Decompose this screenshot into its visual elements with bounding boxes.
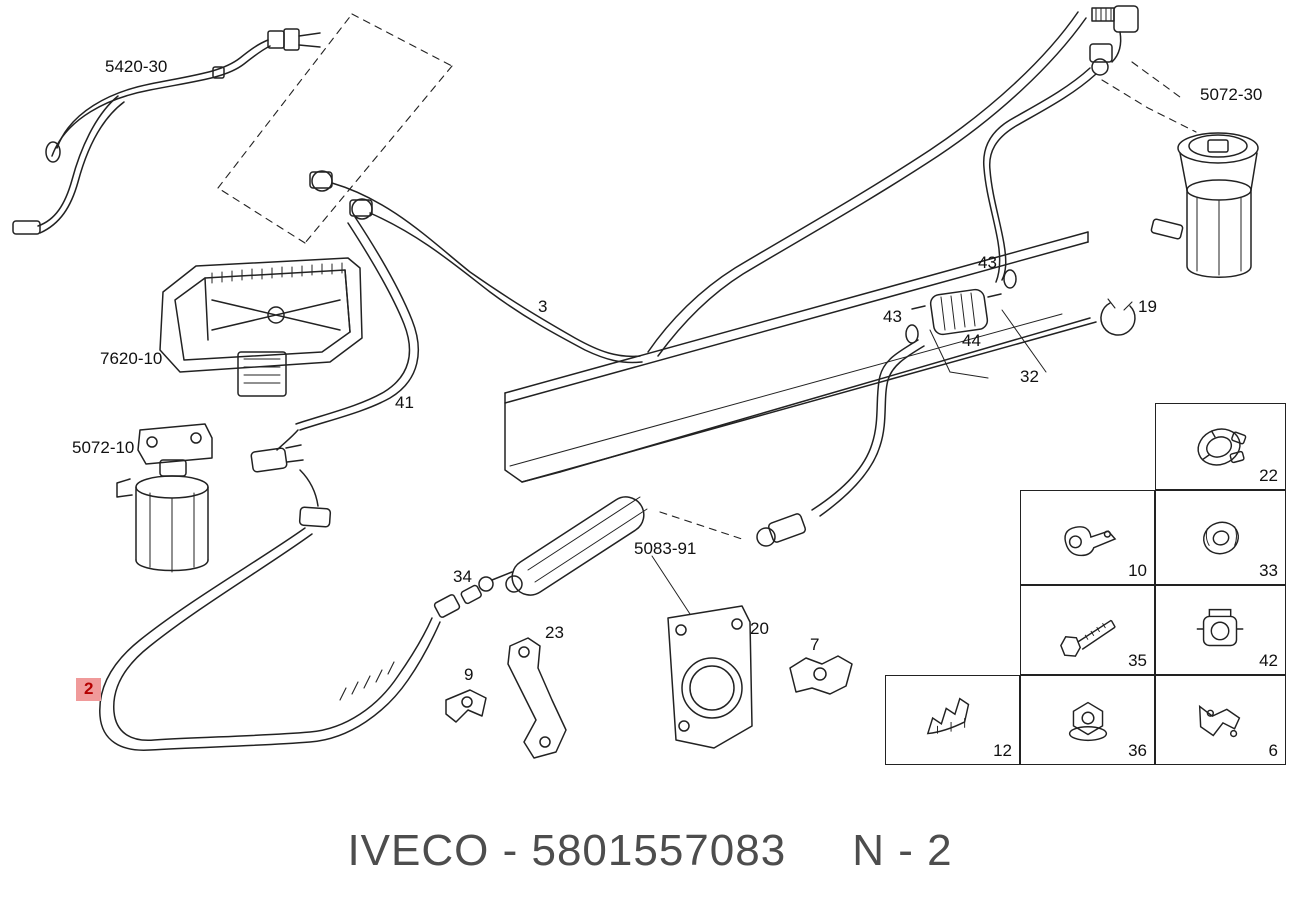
grid-cell-number: 6 (1268, 741, 1278, 760)
brand-part-number-text: IVECO - 5801557083 (347, 826, 787, 875)
grid-cell-number: 33 (1259, 561, 1278, 580)
bottom-loop-pipe-2 (99, 527, 441, 751)
fuel-pump-module-5072-30 (1101, 61, 1259, 278)
part-label-5072-30[interactable]: 5072-30 (1200, 85, 1263, 104)
grid-cell-number: 42 (1259, 651, 1278, 670)
retaining-ring-19 (1100, 298, 1136, 336)
part-label-34[interactable]: 34 (453, 567, 472, 586)
clip-9 (445, 689, 487, 723)
pipe-bracket-icon (1198, 704, 1240, 738)
part-label-3[interactable]: 3 (538, 297, 548, 316)
connector-housing-icon (1196, 608, 1243, 647)
part-label-43-right[interactable]: 43 (978, 253, 997, 272)
grid-cell-36[interactable]: 36 (1020, 675, 1155, 765)
grid-cell-10[interactable]: 10 (1020, 490, 1155, 585)
grid-cell-number: 36 (1128, 741, 1147, 760)
clip-7 (789, 655, 853, 695)
part-label-2-selected[interactable]: 2 (76, 678, 102, 701)
part-label-5083-91[interactable]: 5083-91 (634, 539, 697, 558)
right-side-pipes (647, 5, 1139, 547)
grid-cell-22[interactable]: 22 (1155, 403, 1286, 490)
grid-cell-12[interactable]: 12 (885, 675, 1020, 765)
bracket-23 (507, 637, 567, 759)
grid-cell-number: 35 (1128, 651, 1147, 670)
bracket-20 (667, 605, 753, 749)
part-label-7[interactable]: 7 (810, 635, 820, 654)
hose-assembly-5420-30 (12, 13, 453, 244)
center-pipes-3-41 (250, 170, 643, 528)
pipe-clamp-bracket-icon (1063, 525, 1116, 556)
grid-cell-number: 22 (1259, 466, 1278, 485)
part-label-43-left[interactable]: 43 (883, 307, 902, 326)
filter-unit-5072-10 (116, 423, 213, 573)
part-label-32[interactable]: 32 (1020, 367, 1039, 386)
fuel-sender-flange-icon (1196, 427, 1246, 466)
part-label-41[interactable]: 41 (395, 393, 414, 412)
part-label-23[interactable]: 23 (545, 623, 564, 642)
part-label-20[interactable]: 20 (750, 619, 769, 638)
part-label-7620-10[interactable]: 7620-10 (100, 349, 163, 368)
inline-filter-44-clips-43 (905, 269, 1047, 379)
grid-cell-42[interactable]: 42 (1155, 585, 1286, 675)
part-label-5072-10[interactable]: 5072-10 (72, 438, 135, 457)
grid-cell-number: 10 (1128, 561, 1147, 580)
spring-clip-icon (926, 697, 969, 735)
grommet-icon (1202, 521, 1239, 554)
part-label-44[interactable]: 44 (962, 331, 981, 350)
grid-cell-6[interactable]: 6 (1155, 675, 1286, 765)
part-label-5420-30[interactable]: 5420-30 (105, 57, 168, 76)
grid-cell-33[interactable]: 33 (1155, 490, 1286, 585)
sheet-reference-text: N - 2 (852, 826, 953, 875)
part-label-19[interactable]: 19 (1138, 297, 1157, 316)
footer-caption: IVECO - 5801557083 N - 2 (0, 826, 1300, 876)
battery-tray-7620-10 (159, 257, 363, 397)
chassis-beam (504, 231, 1097, 483)
fittings-34 (433, 571, 513, 618)
hex-bolt-icon (1059, 619, 1116, 657)
grid-cell-number: 12 (993, 741, 1012, 760)
part-label-9[interactable]: 9 (464, 665, 474, 684)
grid-cell-35[interactable]: 35 (1020, 585, 1155, 675)
flange-nut-icon (1068, 701, 1107, 742)
fuel-filter-5083-91 (505, 496, 746, 615)
